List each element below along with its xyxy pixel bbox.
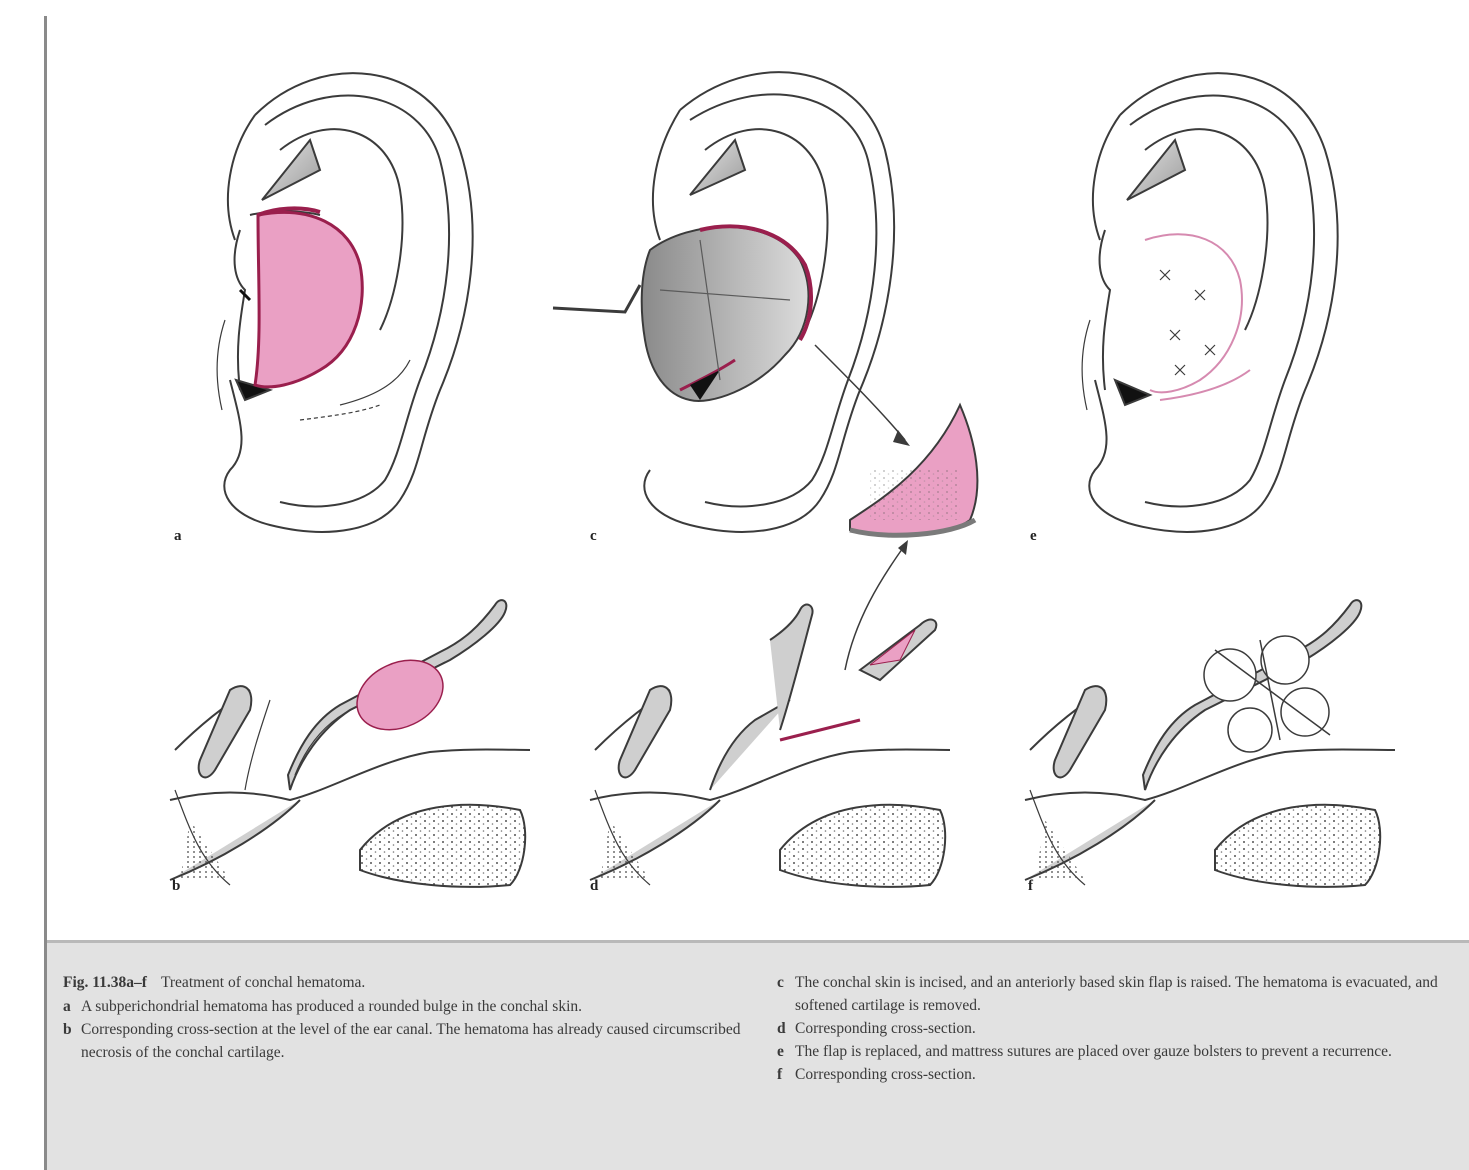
caption-item-f: f Corresponding cross-section. <box>777 1063 1457 1086</box>
cross-section-b <box>170 600 530 887</box>
caption-text: The conchal skin is incised, and an ante… <box>795 971 1457 1017</box>
caption-title-text: Treatment of conchal hematoma. <box>161 974 365 991</box>
caption-item-e: e The flap is replaced, and mattress sut… <box>777 1040 1457 1063</box>
ear-hematoma-drawings: a c e b d f <box>48 0 1469 940</box>
caption-text: Corresponding cross-section. <box>795 1017 1457 1040</box>
caption-item-c: c The conchal skin is incised, and an an… <box>777 971 1457 1017</box>
ear-drawing-e <box>1082 73 1338 532</box>
caption-text: Corresponding cross-section at the level… <box>81 1018 743 1064</box>
caption-letter: b <box>63 1018 81 1064</box>
retractor-line <box>553 285 640 312</box>
caption-text: Corresponding cross-section. <box>795 1063 1457 1086</box>
panel-label-c: c <box>590 528 597 544</box>
figure-number: Fig. 11.38a–f <box>63 974 147 991</box>
caption-item-a: a A subperichondrial hematoma has produc… <box>63 995 743 1018</box>
caption-left-column: Fig. 11.38a–f Treatment of conchal hemato… <box>63 971 743 1064</box>
caption-item-b: b Corresponding cross-section at the lev… <box>63 1018 743 1064</box>
figure-caption: Fig. 11.38a–f Treatment of conchal hemato… <box>47 940 1469 1170</box>
panel-label-b: b <box>172 878 180 894</box>
caption-title: Fig. 11.38a–f Treatment of conchal hemato… <box>63 971 743 994</box>
caption-letter: f <box>777 1063 795 1086</box>
caption-right-column: c The conchal skin is incised, and an an… <box>777 971 1457 1086</box>
caption-letter: c <box>777 971 795 1017</box>
caption-item-d: d Corresponding cross-section. <box>777 1017 1457 1040</box>
caption-letter: a <box>63 995 81 1018</box>
caption-letter: e <box>777 1040 795 1063</box>
caption-text: The flap is replaced, and mattress sutur… <box>795 1040 1457 1063</box>
caption-letter: d <box>777 1017 795 1040</box>
panel-label-d: d <box>590 878 599 894</box>
caption-text: A subperichondrial hematoma has produced… <box>81 995 743 1018</box>
panel-label-e: e <box>1030 528 1037 544</box>
panel-label-f: f <box>1028 878 1034 894</box>
cross-section-f <box>1025 600 1395 887</box>
panel-label-a: a <box>174 528 182 544</box>
figure-illustration: a c e b d f <box>48 0 1469 940</box>
